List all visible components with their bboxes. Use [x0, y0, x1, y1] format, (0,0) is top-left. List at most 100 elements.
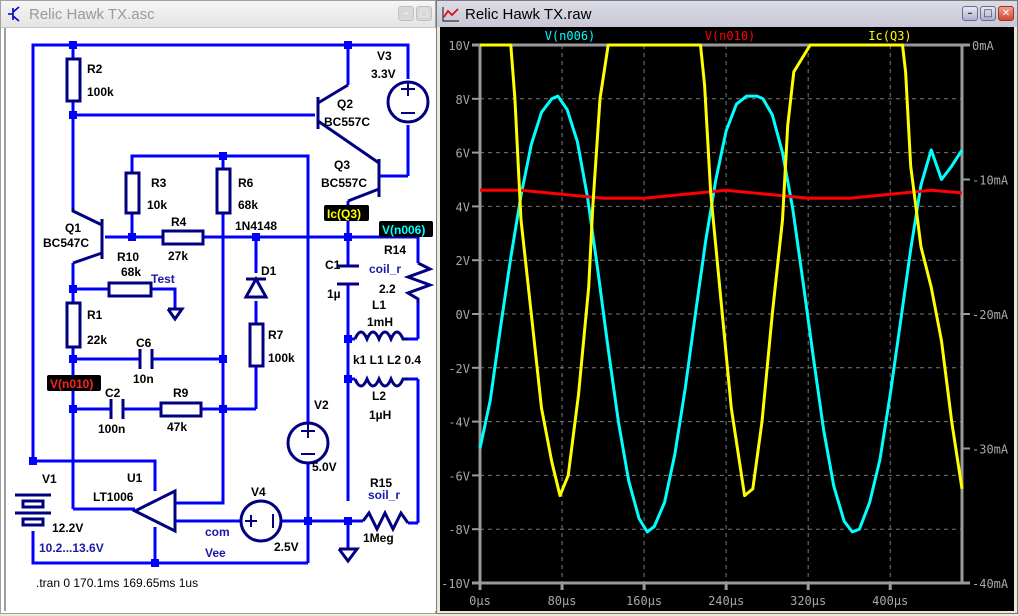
x-tick-label: 80µs — [548, 594, 577, 608]
x-tick-label: 240µs — [708, 594, 744, 608]
resistor-r1 — [65, 301, 82, 349]
resistor-r3 — [124, 171, 141, 215]
model-q3: BC557C — [321, 176, 367, 190]
net-label-com: com — [205, 525, 230, 539]
legend-item[interactable]: V(n006) — [545, 29, 596, 43]
value-r3: 10k — [147, 198, 167, 212]
label-r14: R14 — [384, 243, 406, 257]
label-r7: R7 — [268, 328, 284, 342]
y-right-tick-label: -20mA — [972, 308, 1009, 322]
value-r14: 2.2 — [379, 282, 396, 296]
legend: V(n006) V(n010) Ic(Q3) — [545, 29, 912, 43]
value-v4: 2.5V — [274, 540, 299, 554]
model-q2: BC557C — [324, 115, 370, 129]
y-left-tick-label: -10V — [441, 577, 470, 591]
model-d1: 1N4148 — [235, 219, 277, 233]
resistor-r15 — [361, 509, 410, 533]
series-v-n006- — [478, 94, 964, 534]
y-left-tick-label: -4V — [448, 416, 470, 430]
legend-item[interactable]: Ic(Q3) — [868, 29, 911, 43]
resistor-r14 — [403, 261, 435, 303]
label-q2: Q2 — [337, 97, 353, 111]
y-left-tick-label: -2V — [448, 362, 470, 376]
diode-d1 — [243, 275, 269, 299]
maximize-button[interactable]: □ — [416, 6, 432, 21]
inductor-l2 — [353, 375, 408, 388]
label-d1: D1 — [261, 264, 277, 278]
tick-labels: 10V8V6V4V2V0V-2V-4V-6V-8V-10V0mA-10mA-20… — [441, 39, 1009, 608]
component-labels: R2 100k V3 3.3V Q2 BC557C Q3 BC557C R3 1… — [36, 49, 421, 590]
waveform-titlebar[interactable]: Relic Hawk TX.raw – □ ✕ — [437, 1, 1017, 27]
resistor-r10 — [107, 281, 153, 298]
label-q1: Q1 — [65, 221, 81, 235]
transistor-icon — [8, 6, 20, 22]
schematic-window[interactable]: Relic Hawk TX.asc – □ — [0, 0, 436, 614]
y-left-tick-label: 4V — [456, 200, 470, 214]
label-u1: U1 — [127, 471, 143, 485]
param-soil-r: soil_r — [368, 488, 400, 502]
y-left-tick-label: 2V — [456, 254, 470, 268]
value-r7: 100k — [268, 351, 295, 365]
components — [15, 57, 435, 564]
probe-ic-q3[interactable]: Ic(Q3) — [324, 205, 369, 221]
legend-item[interactable]: V(n010) — [705, 29, 756, 43]
value-r2: 100k — [87, 85, 114, 99]
x-tick-label: 320µs — [790, 594, 826, 608]
label-q3: Q3 — [334, 158, 350, 172]
value-c6: 10n — [133, 372, 154, 386]
waveform-plot[interactable]: 10V8V6V4V2V0V-2V-4V-6V-8V-10V0mA-10mA-20… — [440, 27, 1014, 611]
maximize-button[interactable]: □ — [980, 6, 996, 21]
value-r9: 47k — [167, 420, 187, 434]
svg-text:V(n006): V(n006) — [382, 223, 425, 237]
x-tick-label: 0µs — [469, 594, 491, 608]
value-r1: 22k — [87, 333, 107, 347]
resistor-r4 — [161, 229, 205, 246]
label-v4: V4 — [251, 485, 266, 499]
probe-v-n006[interactable]: V(n006) — [379, 221, 433, 237]
value-r15: 1Meg — [363, 531, 394, 545]
label-r4: R4 — [171, 215, 187, 229]
label-r6: R6 — [238, 176, 254, 190]
net-label-vee: Vee — [205, 546, 226, 560]
waveform-window-title: Relic Hawk TX.raw — [465, 5, 592, 23]
minimize-button[interactable]: – — [962, 6, 978, 21]
y-right-tick-label: -30mA — [972, 443, 1009, 457]
series — [478, 43, 964, 534]
close-button[interactable]: ✕ — [998, 6, 1014, 21]
series-ic-q3- — [480, 43, 964, 498]
series-v-n010- — [480, 188, 963, 200]
axes — [472, 43, 970, 590]
resistor-r2 — [65, 57, 82, 103]
value-c2: 100n — [98, 422, 125, 436]
resistor-r7 — [248, 322, 265, 368]
y-left-tick-label: -6V — [448, 469, 470, 483]
label-l2: L2 — [372, 389, 386, 403]
value-l1: 1mH — [367, 315, 393, 329]
spice-directive: .tran 0 170.1ms 169.65ms 1us — [36, 576, 198, 590]
net-labels: Test coil_r 10.2...13.6V com Vee soil_r — [39, 262, 401, 560]
label-r2: R2 — [87, 62, 103, 76]
label-l1: L1 — [372, 298, 386, 312]
y-left-tick-label: 6V — [456, 147, 470, 161]
label-c2: C2 — [105, 386, 121, 400]
label-r15: R15 — [370, 476, 392, 490]
x-tick-label: 400µs — [872, 594, 908, 608]
label-r1: R1 — [87, 308, 103, 322]
model-q1: BC547C — [43, 236, 89, 250]
minimize-button[interactable]: – — [398, 6, 414, 21]
inductor-l1 — [353, 330, 408, 343]
y-right-tick-label: -10mA — [972, 174, 1009, 188]
junction-dots — [29, 41, 352, 567]
value-l2: 1µH — [369, 408, 391, 422]
y-right-tick-label: 0mA — [972, 39, 994, 53]
svg-text:V(n010): V(n010) — [50, 377, 93, 391]
value-r6: 68k — [238, 198, 258, 212]
y-right-tick-label: -40mA — [972, 577, 1009, 591]
label-r9: R9 — [173, 386, 189, 400]
param-coil-r: coil_r — [369, 262, 401, 276]
probe-v-n010[interactable]: V(n010) — [47, 375, 101, 391]
schematic-canvas[interactable]: R2 100k V3 3.3V Q2 BC557C Q3 BC557C R3 1… — [4, 28, 436, 611]
schematic-titlebar[interactable]: Relic Hawk TX.asc – □ — [1, 1, 435, 28]
